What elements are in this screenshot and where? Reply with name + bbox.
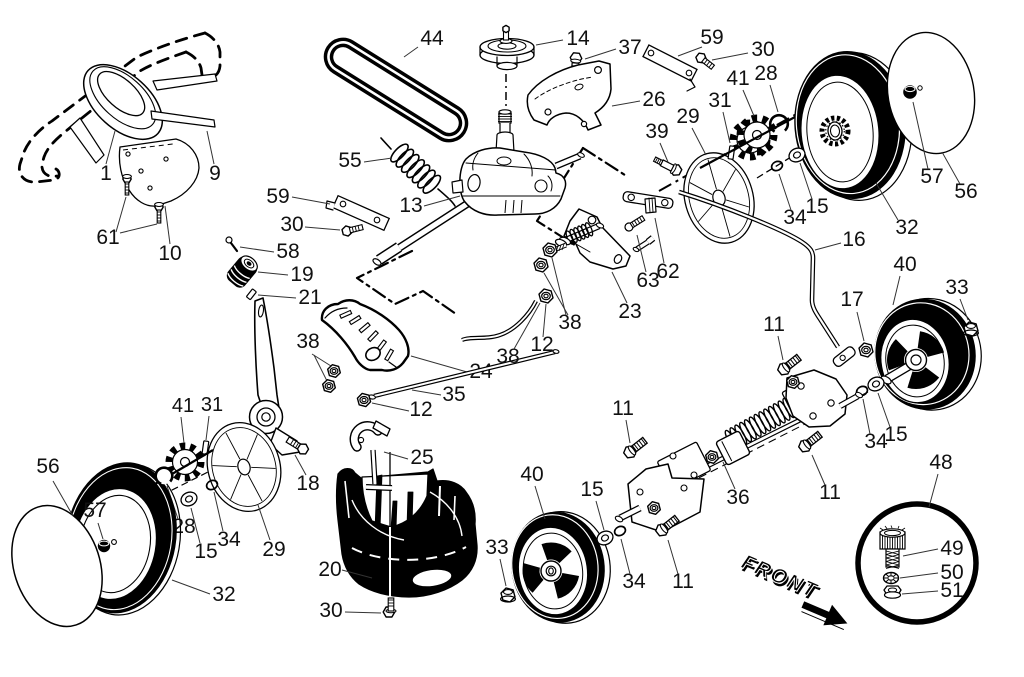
svg-text:30: 30: [319, 599, 342, 622]
svg-text:50: 50: [940, 561, 963, 584]
svg-text:57: 57: [83, 499, 106, 522]
svg-text:11: 11: [672, 570, 694, 593]
svg-text:44: 44: [420, 27, 444, 50]
svg-text:34: 34: [864, 430, 888, 453]
svg-text:41: 41: [726, 67, 749, 90]
svg-text:15: 15: [884, 423, 907, 446]
svg-text:33: 33: [485, 536, 508, 559]
svg-text:23: 23: [618, 300, 641, 323]
svg-text:21: 21: [298, 286, 321, 309]
svg-text:37: 37: [618, 36, 641, 59]
svg-text:41: 41: [172, 395, 194, 417]
svg-text:38: 38: [558, 311, 581, 334]
svg-text:11: 11: [612, 397, 634, 420]
svg-text:58: 58: [276, 240, 299, 263]
svg-text:15: 15: [580, 478, 603, 501]
svg-text:51: 51: [940, 579, 963, 602]
svg-text:12: 12: [409, 398, 432, 421]
svg-text:18: 18: [296, 472, 319, 495]
svg-text:28: 28: [754, 62, 777, 85]
svg-text:32: 32: [212, 583, 235, 606]
svg-text:16: 16: [842, 228, 865, 251]
svg-text:33: 33: [945, 276, 968, 299]
svg-text:36: 36: [726, 486, 749, 509]
svg-text:57: 57: [920, 165, 943, 188]
svg-text:30: 30: [751, 38, 774, 61]
svg-text:11: 11: [819, 481, 841, 504]
svg-text:15: 15: [194, 540, 217, 563]
svg-text:63: 63: [636, 269, 659, 292]
svg-text:13: 13: [399, 194, 422, 217]
svg-text:32: 32: [895, 216, 918, 239]
svg-text:30: 30: [280, 213, 303, 236]
svg-text:62: 62: [656, 260, 679, 283]
svg-text:34: 34: [217, 528, 241, 551]
svg-text:20: 20: [318, 558, 341, 581]
svg-text:59: 59: [700, 26, 723, 49]
svg-text:40: 40: [520, 463, 543, 486]
svg-text:10: 10: [158, 242, 181, 265]
svg-text:38: 38: [296, 330, 319, 353]
svg-text:56: 56: [36, 455, 59, 478]
svg-text:28: 28: [172, 515, 195, 538]
svg-text:39: 39: [645, 120, 668, 143]
svg-text:26: 26: [642, 88, 665, 111]
svg-text:11: 11: [763, 313, 785, 336]
svg-text:34: 34: [622, 570, 646, 593]
svg-text:9: 9: [209, 162, 221, 185]
svg-text:61: 61: [96, 226, 119, 249]
svg-text:29: 29: [262, 538, 285, 561]
svg-text:59: 59: [266, 185, 289, 208]
svg-text:29: 29: [676, 105, 699, 128]
svg-text:40: 40: [893, 253, 916, 276]
svg-text:31: 31: [201, 394, 223, 416]
svg-text:48: 48: [929, 451, 952, 474]
svg-text:15: 15: [805, 195, 828, 218]
svg-text:19: 19: [290, 263, 313, 286]
svg-text:14: 14: [566, 27, 590, 50]
svg-text:1: 1: [100, 162, 112, 185]
svg-text:34: 34: [783, 206, 807, 229]
svg-text:56: 56: [954, 180, 977, 203]
svg-text:55: 55: [338, 149, 361, 172]
svg-text:31: 31: [708, 89, 731, 112]
svg-text:12: 12: [530, 333, 553, 356]
svg-text:38: 38: [496, 345, 519, 368]
svg-text:25: 25: [410, 446, 433, 469]
svg-text:49: 49: [940, 537, 963, 560]
svg-text:35: 35: [442, 383, 465, 406]
svg-text:17: 17: [840, 288, 863, 311]
